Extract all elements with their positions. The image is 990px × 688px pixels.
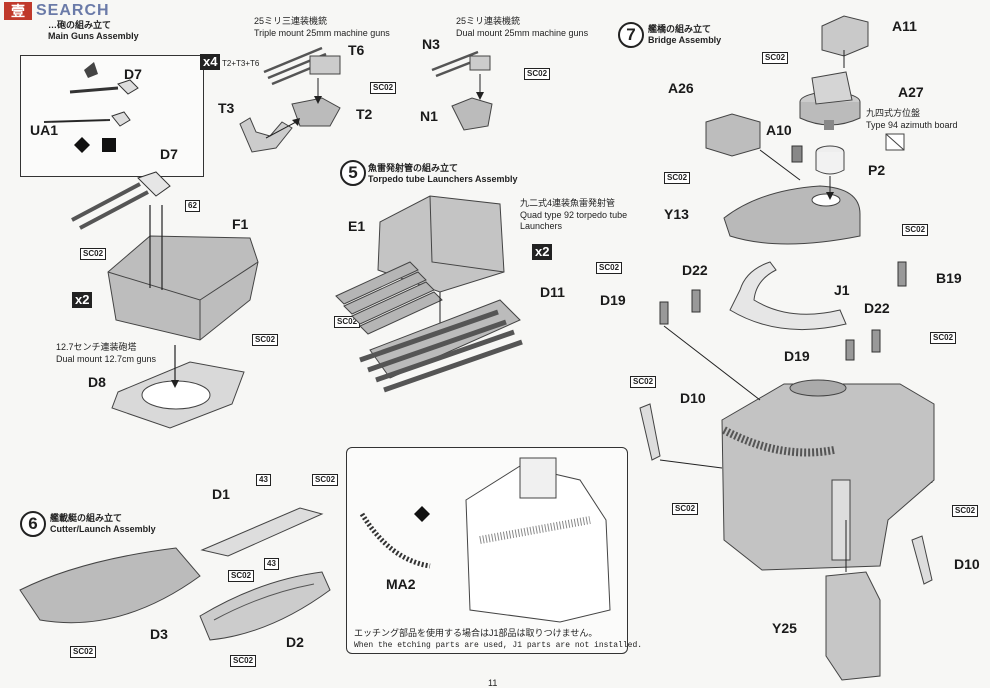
part-label-d22: D22 bbox=[682, 262, 708, 278]
part-label-d8: D8 bbox=[88, 374, 106, 390]
tag-43: 43 bbox=[256, 474, 271, 486]
torpedo-title-en: Torpedo tube Launchers Assembly bbox=[368, 174, 518, 184]
torpedo-title-jp: 魚雷発射管の組み立て bbox=[368, 163, 459, 173]
part-label-d3: D3 bbox=[150, 626, 168, 642]
triple-mg-formula: T2+T3+T6 bbox=[222, 59, 260, 68]
main-guns-multiplier: x2 bbox=[72, 292, 93, 308]
cutter-title-jp: 艦載艇の組み立て bbox=[50, 513, 123, 523]
part-label-b19: B19 bbox=[936, 270, 962, 286]
page-number: 11 bbox=[488, 678, 498, 688]
part-label-f1: F1 bbox=[232, 216, 249, 232]
triple-mg-multiplier: x4 bbox=[200, 54, 221, 70]
step-7-badge: 7 bbox=[618, 22, 644, 48]
note-text-jp: エッチング部品を使用する場合はJ1部品は取りつけません。 bbox=[354, 628, 598, 638]
part-label-d19: D19 bbox=[784, 348, 810, 364]
note-text-en: When the etching parts are used, J1 part… bbox=[354, 641, 643, 650]
part-label-d19: D19 bbox=[600, 292, 626, 308]
step-5-badge: 5 bbox=[340, 160, 366, 186]
part-label-a26: A26 bbox=[668, 80, 694, 96]
sc02-tag: SC02 bbox=[664, 172, 691, 184]
main-guns-caption-jp: 12.7センチ連装砲塔 bbox=[56, 342, 137, 352]
sc02-tag: SC02 bbox=[762, 52, 789, 64]
sc02-tag: SC02 bbox=[930, 332, 957, 344]
part-label-a11: A11 bbox=[892, 18, 917, 34]
watermark: 壹 SEARCH bbox=[0, 0, 160, 22]
part-label-ua1: UA1 bbox=[30, 122, 59, 138]
part-label-y25: Y25 bbox=[772, 620, 797, 636]
step-6-badge: 6 bbox=[20, 511, 46, 537]
sc02-tag: SC02 bbox=[524, 68, 551, 80]
torpedo-multiplier: x2 bbox=[532, 244, 553, 260]
torpedo-caption-jp: 九二式4連装魚雷発射管 bbox=[520, 198, 616, 208]
part-label-p2: P2 bbox=[868, 162, 886, 178]
part-label-d11: D11 bbox=[540, 284, 565, 300]
watermark-logo-icon: 壹 bbox=[4, 2, 32, 20]
sc02-tag: SC02 bbox=[902, 224, 929, 236]
part-label-t3: T3 bbox=[218, 100, 235, 116]
triple-mg-title-en: Triple mount 25mm machine guns bbox=[254, 28, 390, 38]
sc02-tag: SC02 bbox=[672, 503, 699, 515]
part-label-y13: Y13 bbox=[664, 206, 689, 222]
part-label-e1: E1 bbox=[348, 218, 366, 234]
bridge-caption-jp: 九四式方位盤 bbox=[866, 108, 921, 118]
main-guns-title-en: Main Guns Assembly bbox=[48, 31, 139, 41]
sc02-tag: SC02 bbox=[596, 262, 623, 274]
cutter-title-en: Cutter/Launch Assembly bbox=[50, 524, 156, 534]
part-label-a10: A10 bbox=[766, 122, 792, 138]
part-label-ma2: MA2 bbox=[386, 576, 416, 592]
part-label-j1: J1 bbox=[834, 282, 850, 298]
part-label-n1: N1 bbox=[420, 108, 438, 124]
part-label-d22: D22 bbox=[864, 300, 890, 316]
main-guns-caption-en: Dual mount 12.7cm guns bbox=[56, 354, 157, 364]
sc02-tag: SC02 bbox=[230, 655, 257, 667]
dual-mg-title-en: Dual mount 25mm machine guns bbox=[456, 28, 589, 38]
torpedo-caption-en2: Launchers bbox=[520, 221, 563, 231]
part-label-d10: D10 bbox=[680, 390, 706, 406]
triple-mg-title-jp: 25ミリ三連装機銃 bbox=[254, 16, 328, 26]
part-label-d10: D10 bbox=[954, 556, 980, 572]
sc02-tag: SC02 bbox=[228, 570, 255, 582]
tag-43: 43 bbox=[264, 558, 279, 570]
part-label-d1: D1 bbox=[212, 486, 230, 502]
sc02-tag: SC02 bbox=[70, 646, 97, 658]
part-label-a27: A27 bbox=[898, 84, 924, 100]
bridge-title-jp: 艦橋の組み立て bbox=[648, 24, 712, 34]
sc02-tag: SC02 bbox=[312, 474, 339, 486]
main-guns-title-jp: …砲の組み立て bbox=[48, 20, 112, 30]
sc02-tag: SC02 bbox=[252, 334, 279, 346]
part-label-d7-inset: D7 bbox=[124, 66, 142, 82]
sc02-tag: SC02 bbox=[80, 248, 107, 260]
bridge-title-en: Bridge Assembly bbox=[648, 35, 722, 45]
part-label-t6: T6 bbox=[348, 42, 365, 58]
bridge-caption-en: Type 94 azimuth board bbox=[866, 120, 958, 130]
part-label-d7: D7 bbox=[160, 146, 178, 162]
part-label-d2: D2 bbox=[286, 634, 304, 650]
tag-62: 62 bbox=[185, 200, 200, 212]
watermark-text: SEARCH bbox=[36, 2, 110, 19]
sc02-tag: SC02 bbox=[370, 82, 397, 94]
part-label-t2: T2 bbox=[356, 106, 373, 122]
dual-mg-title-jp: 25ミリ連装機銃 bbox=[456, 16, 521, 26]
torpedo-caption-en1: Quad type 92 torpedo tube bbox=[520, 210, 628, 220]
part-label-n3: N3 bbox=[422, 36, 440, 52]
sc02-tag: SC02 bbox=[630, 376, 657, 388]
sc02-tag: SC02 bbox=[952, 505, 979, 517]
